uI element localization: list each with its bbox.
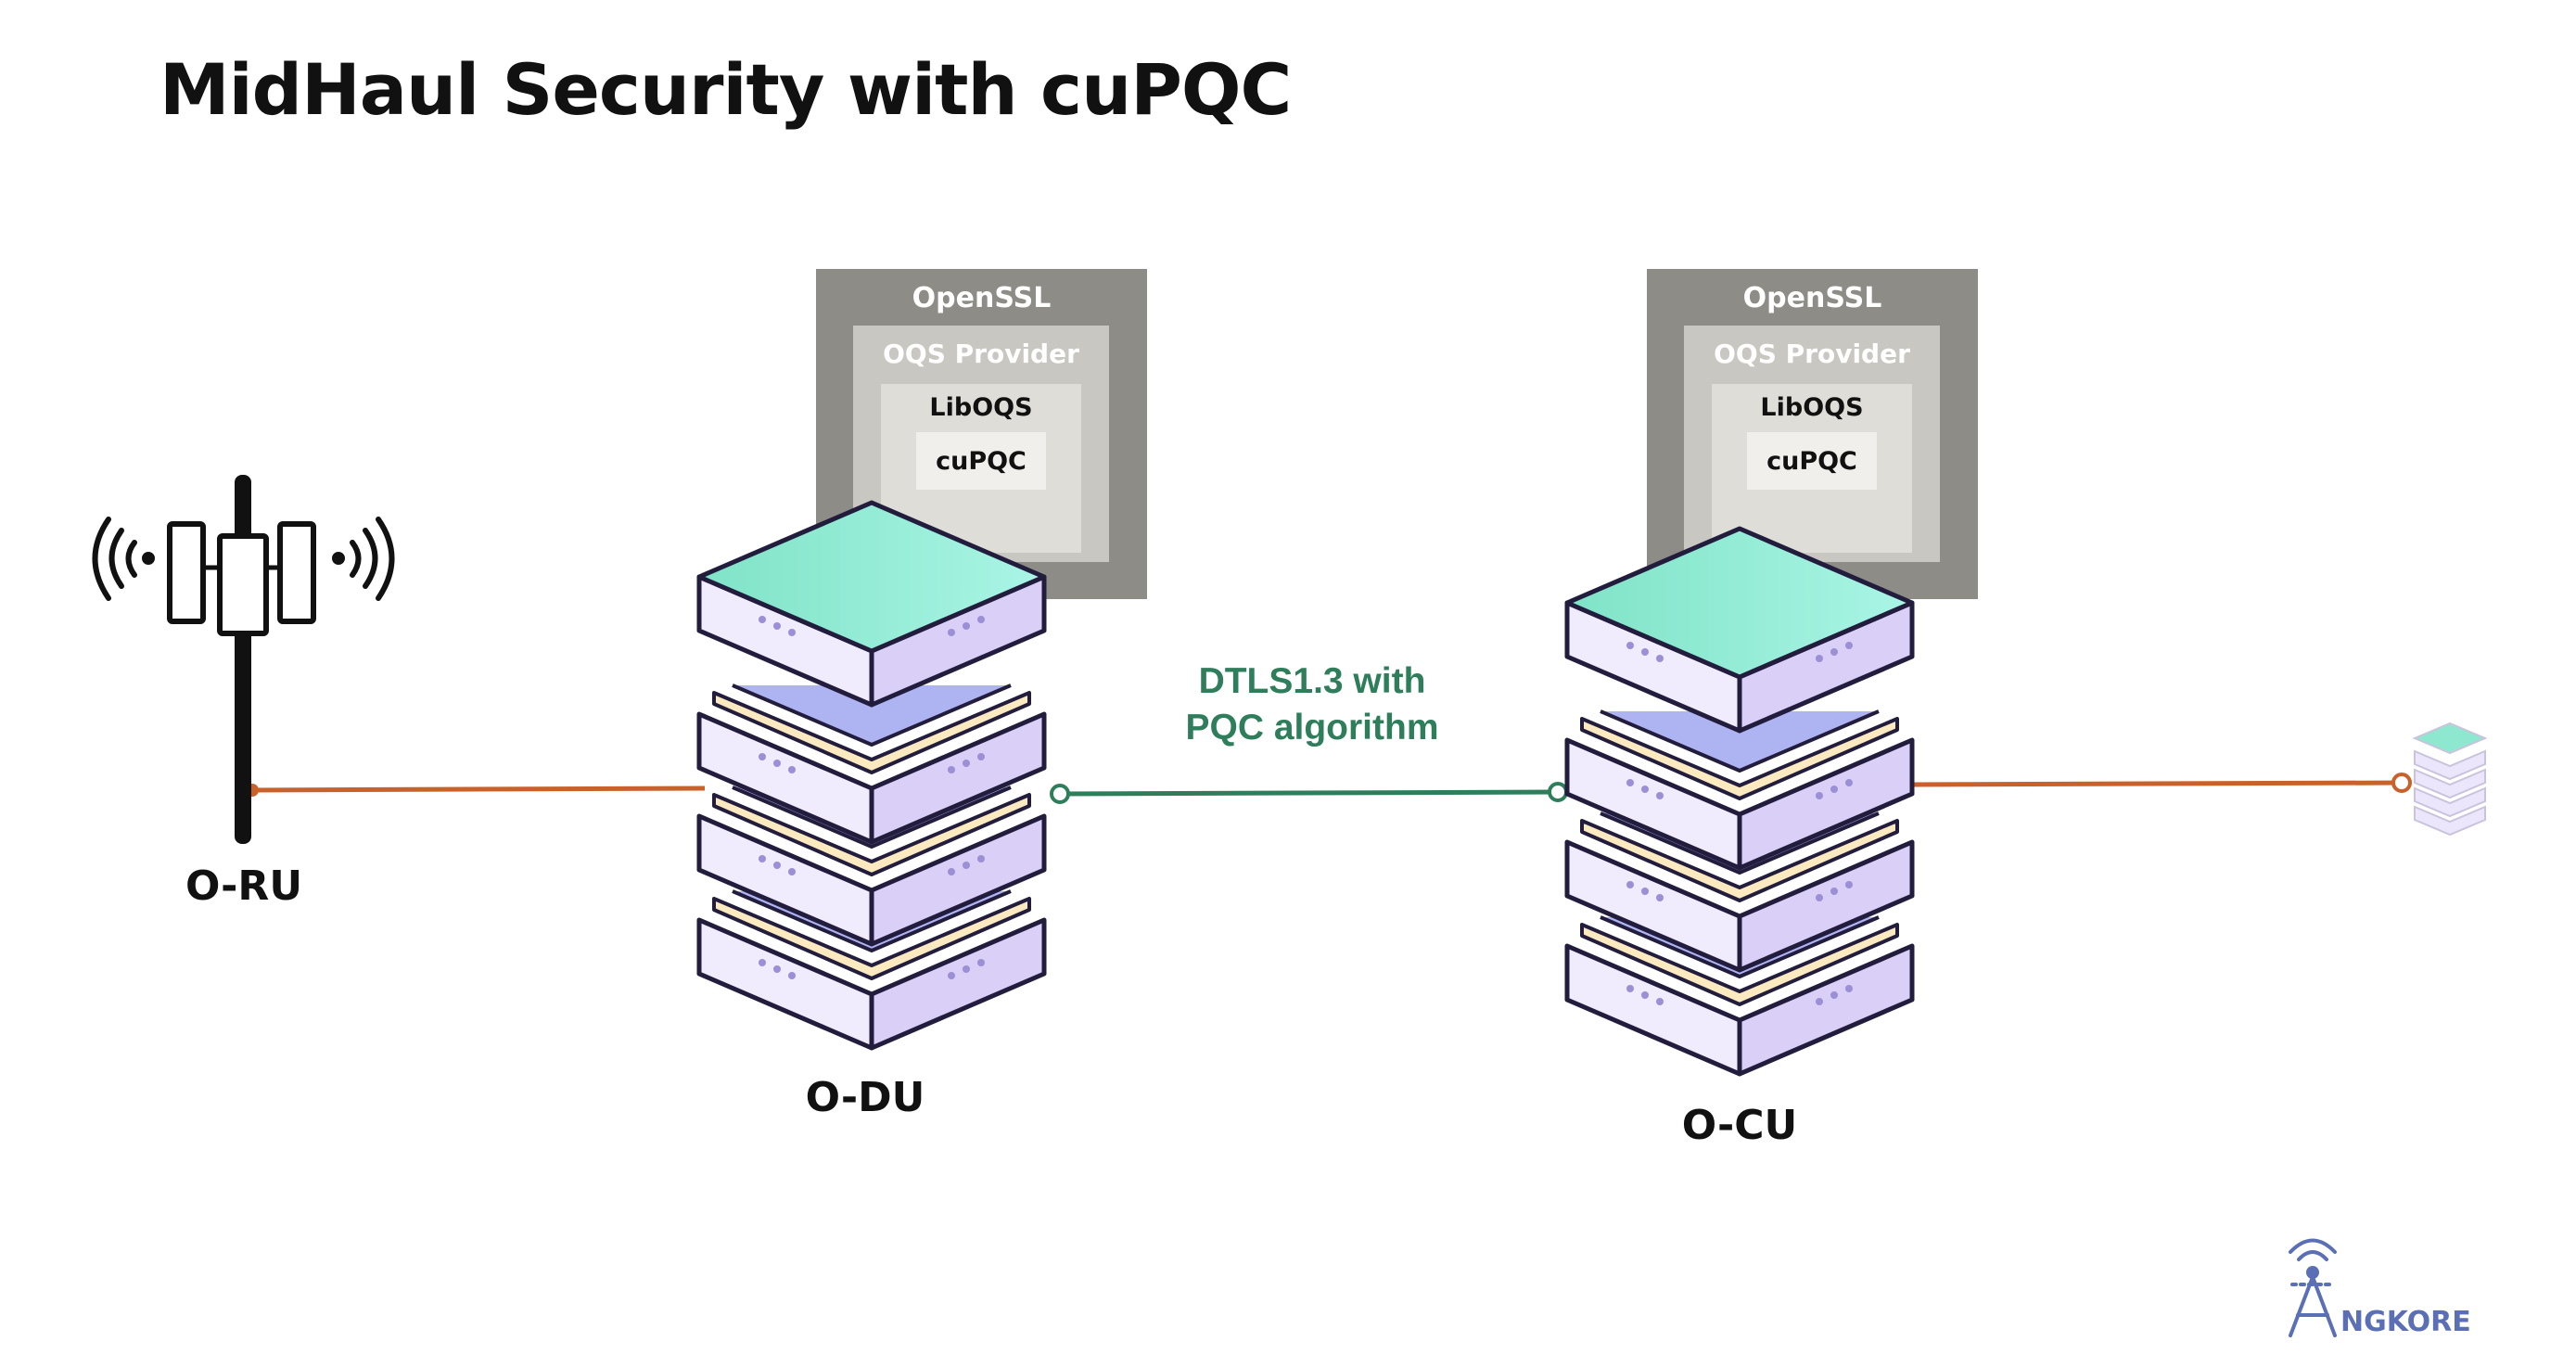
liboqs-label: LibOQS bbox=[929, 393, 1033, 422]
core-server-icon bbox=[2412, 722, 2488, 837]
liboqs-label: LibOQS bbox=[1760, 393, 1864, 422]
openssl-label: OpenSSL bbox=[912, 282, 1052, 314]
openssl-label: OpenSSL bbox=[1742, 282, 1882, 314]
oqs-provider-label: OQS Provider bbox=[1714, 339, 1910, 369]
page-title: MidHaul Security with cuPQC bbox=[159, 48, 1292, 131]
cupqc-box: cuPQC bbox=[916, 432, 1046, 490]
radio-tower-icon bbox=[167, 475, 316, 844]
cupqc-label: cuPQC bbox=[1766, 446, 1857, 476]
signal-right-icon bbox=[332, 517, 395, 601]
openssl-stack-ocu: OpenSSL OQS Provider LibOQS cuPQC bbox=[1647, 269, 1978, 599]
link-label-line2: PQC algorithm bbox=[1185, 708, 1439, 747]
midhaul-link bbox=[1059, 789, 1559, 797]
oru-label: O-RU bbox=[185, 862, 303, 910]
liboqs-box: LibOQS cuPQC bbox=[1712, 384, 1912, 553]
cupqc-label: cuPQC bbox=[936, 446, 1027, 476]
fronthaul-link bbox=[251, 786, 706, 793]
midhaul-endpoint-odu bbox=[1050, 784, 1070, 804]
backhaul-endpoint bbox=[2391, 773, 2412, 793]
odu-server-icon bbox=[696, 500, 1047, 1048]
midhaul-link-label: DTLS1.3 with PQC algorithm bbox=[1185, 658, 1438, 751]
oqs-provider-label: OQS Provider bbox=[883, 339, 1079, 369]
link-label-line1: DTLS1.3 with bbox=[1198, 661, 1426, 701]
midhaul-endpoint-ocu bbox=[1548, 782, 1568, 802]
ngkore-logo-text: NGKORE bbox=[2340, 1306, 2471, 1338]
odu-label: O-DU bbox=[805, 1074, 925, 1121]
backhaul-link bbox=[1909, 780, 2403, 787]
signal-left-icon bbox=[92, 517, 155, 601]
cupqc-box: cuPQC bbox=[1747, 432, 1877, 490]
openssl-stack-odu: OpenSSL OQS Provider LibOQS cuPQC bbox=[816, 269, 1147, 599]
ocu-server-icon bbox=[1564, 526, 1915, 1074]
ocu-label: O-CU bbox=[1681, 1102, 1798, 1149]
ngkore-logo-icon bbox=[2289, 1238, 2337, 1337]
liboqs-box: LibOQS cuPQC bbox=[881, 384, 1081, 553]
oqs-provider-box: OQS Provider LibOQS cuPQC bbox=[1684, 326, 1940, 562]
